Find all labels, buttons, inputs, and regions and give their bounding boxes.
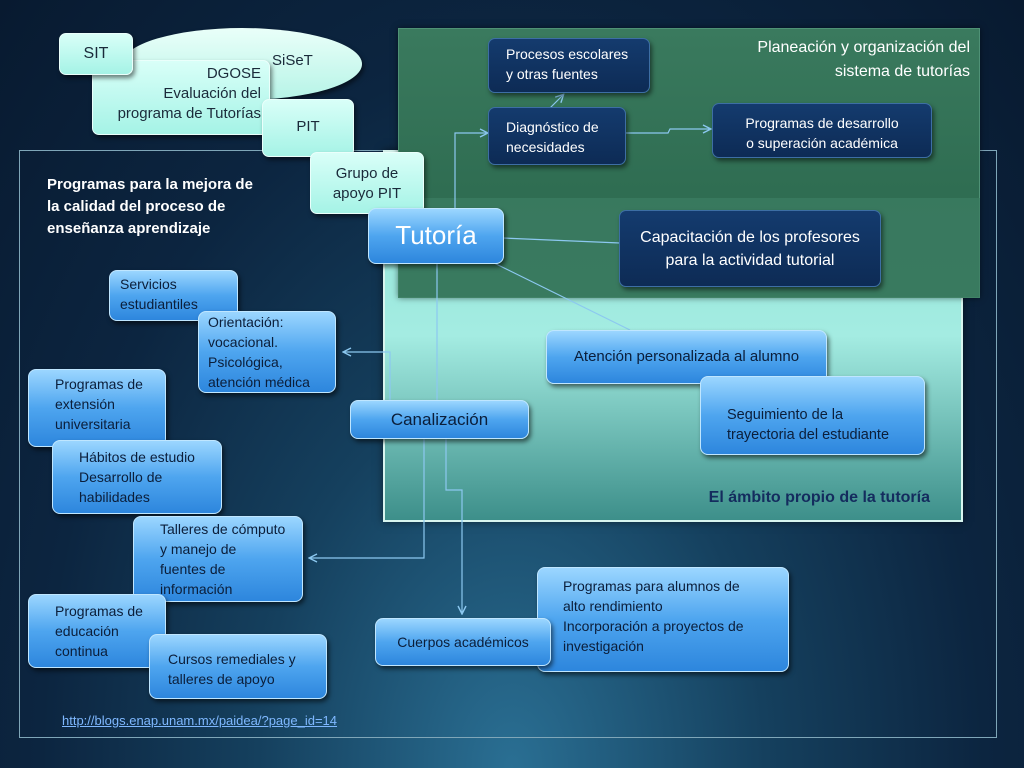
- procesos-escolares-box: Procesos escolares y otras fuentes: [488, 38, 650, 93]
- arrow-canalizacion-to-orientacion: [344, 352, 391, 400]
- arrow-diagnostico-to-programas: [625, 129, 710, 133]
- arrow-canalizacion-to-talleres: [310, 438, 425, 558]
- orientacion-box: Orientación: vocacional. Psicológica, at…: [198, 311, 336, 393]
- atencion-personalizada-box: Atención personalizada al alumno: [546, 330, 827, 384]
- diagnostico-necesidades-box: Diagnóstico de necesidades: [488, 107, 626, 165]
- seguimiento-trayectoria-box: Seguimiento de la trayectoria del estudi…: [700, 376, 925, 455]
- planeacion-title: Planeación y organización del sistema de…: [757, 39, 970, 80]
- arrow-canalizacion-to-cuerpos: [445, 438, 462, 613]
- programas-desarrollo-box: Programas de desarrollo o superación aca…: [712, 103, 932, 158]
- cuerpos-academicos-box: Cuerpos académicos: [375, 618, 551, 666]
- programas-mejora-heading: Programas para la mejora de la calidad d…: [47, 176, 253, 237]
- siset-label: SiSeT: [272, 52, 313, 69]
- sit-box: SIT: [59, 33, 133, 75]
- programas-alumnos-rendimiento-box: Programas para alumnos de alto rendimien…: [537, 567, 789, 672]
- arrow-tutoria-to-diagnostico: [454, 133, 487, 210]
- programas-extension-box: Programas de extensión universitaria: [28, 369, 166, 447]
- ambito-tutoria-label: El ámbito propio de la tutoría: [708, 489, 930, 506]
- arrow-diagnostico-to-procesos: [549, 95, 563, 109]
- talleres-computo-box: Talleres de cómputo y manejo de fuentes …: [133, 516, 303, 602]
- source-link[interactable]: http://blogs.enap.unam.mx/paidea/?page_i…: [62, 713, 338, 728]
- cursos-remediales-box: Cursos remediales y talleres de apoyo: [149, 634, 327, 699]
- habitos-estudio-box: Hábitos de estudio Desarrollo de habilid…: [52, 440, 222, 514]
- tutoria-node: Tutoría: [368, 208, 504, 264]
- line-tutoria-to-atencion: [491, 261, 631, 331]
- capacitacion-profesores-box: Capacitación de los profesores para la a…: [619, 210, 881, 287]
- pit-box: PIT: [262, 99, 354, 157]
- servicios-estudiantiles-box: Servicios estudiantiles: [109, 270, 238, 321]
- line-tutoria-to-capacitacion: [502, 237, 621, 244]
- grupo-apoyo-pit-box: Grupo de apoyo PIT: [310, 152, 424, 214]
- programas-educacion-continua-box: Programas de educación continua: [28, 594, 166, 668]
- canalizacion-node: Canalización: [350, 400, 529, 439]
